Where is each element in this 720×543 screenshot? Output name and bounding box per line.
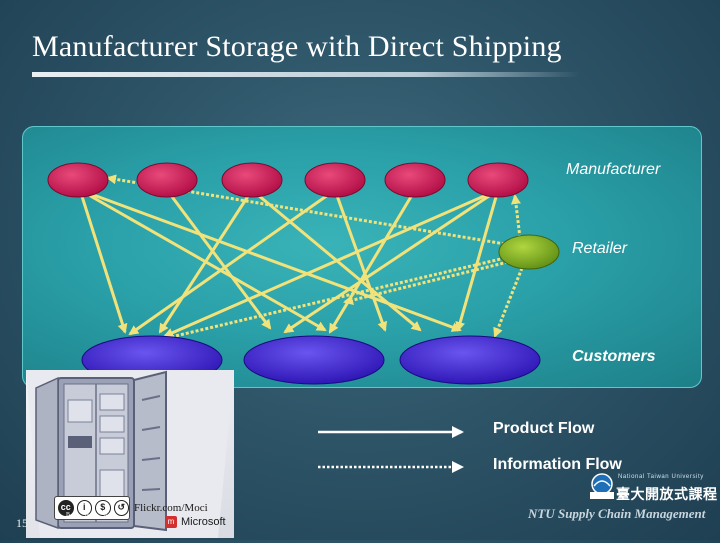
info-arrow	[148, 256, 506, 346]
photo-credit: Flickr.com/Moci	[134, 502, 208, 514]
slide-title: Manufacturer Storage with Direct Shippin…	[32, 30, 562, 63]
info-arrow	[493, 267, 524, 338]
course-name: NTU Supply Chain Management	[528, 506, 706, 521]
info-arrow	[510, 194, 522, 239]
manufacturer-node	[467, 162, 529, 198]
product-arrow	[283, 188, 499, 334]
manufacturer-node	[384, 162, 446, 198]
retailer-node	[498, 234, 560, 270]
manufacturer-node	[221, 162, 283, 198]
product-arrow	[328, 189, 417, 334]
legend-information-flow: Information Flow	[493, 456, 622, 473]
manufacturer-node	[304, 162, 366, 198]
manufacturer-label: Manufacturer	[566, 161, 661, 178]
legend-product-flow: Product Flow	[493, 420, 595, 437]
manufacturer-nodes	[47, 162, 529, 198]
cc-license-badge: cc i $ ↺	[54, 496, 130, 520]
clipart-credit: Microsoft	[181, 516, 226, 528]
product-arrow	[163, 188, 499, 338]
license-text: BY NC SA	[66, 512, 118, 518]
customer-node	[399, 335, 541, 385]
ntu-chinese-name: 臺大開放式課程	[616, 487, 718, 503]
product-arrow	[333, 189, 388, 332]
product-arrow	[79, 188, 327, 332]
info-arrow	[343, 260, 509, 305]
cc-icon: cc	[58, 500, 74, 516]
product-arrow	[79, 188, 462, 332]
manufacturer-node	[136, 162, 198, 198]
product-arrow	[128, 188, 336, 336]
customer-node	[243, 335, 385, 385]
ntu-logo-icon	[590, 473, 614, 499]
microsoft-badge-icon: m	[165, 516, 177, 528]
product-flow-arrows	[78, 188, 500, 338]
customers-label: Customers	[572, 348, 656, 365]
university-name-small: National Taiwan University	[618, 474, 704, 480]
manufacturer-node	[47, 162, 109, 198]
product-arrow	[78, 189, 128, 334]
by-icon: i	[76, 500, 92, 516]
product-arrow	[455, 189, 500, 332]
product-arrow	[165, 189, 272, 330]
sa-icon: ↺	[113, 500, 129, 516]
title-underline	[32, 72, 580, 77]
nc-icon: $	[95, 500, 111, 516]
product-arrow	[158, 189, 254, 334]
retailer-label: Retailer	[572, 240, 628, 257]
page-number: 15	[16, 516, 28, 530]
